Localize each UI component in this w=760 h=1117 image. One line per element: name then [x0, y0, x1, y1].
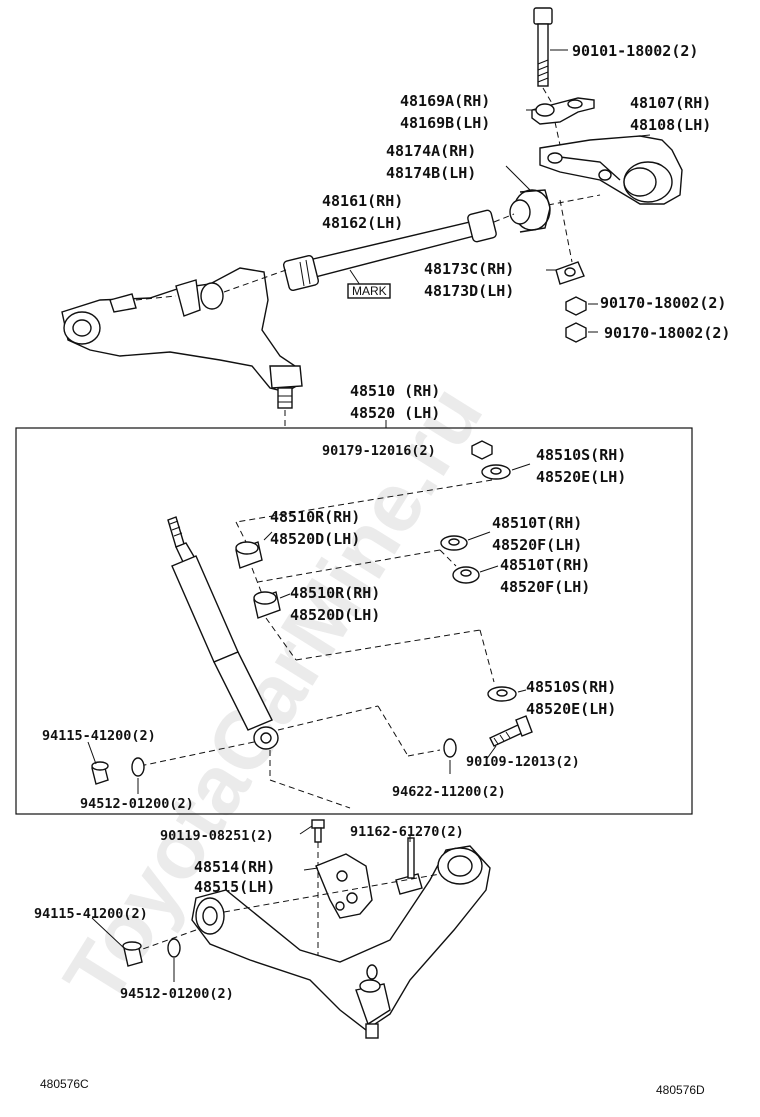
nut-a: [565, 296, 598, 316]
label-90179: 90179-12016(2): [322, 443, 436, 459]
label-48510s-bottom-lh: 48520E(LH): [526, 700, 616, 718]
cam-plate: [531, 97, 595, 146]
label-48510t-a-lh: 48520F(LH): [492, 536, 582, 554]
washer-94512-b: [167, 938, 181, 982]
cushion-48510r-top: [235, 521, 273, 595]
label-nut-a: 90170-18002(2): [600, 294, 726, 312]
section-title-rh: 48510 (RH): [350, 382, 440, 400]
label-91162: 91162-61270(2): [350, 824, 464, 840]
washer-48510t-a: [440, 531, 491, 551]
shock-absorber: [139, 516, 441, 809]
washer-48510t-b: [439, 549, 499, 584]
strut-bar: [282, 209, 515, 292]
label-90119: 90119-08251(2): [160, 828, 274, 844]
label-94622: 94622-11200(2): [392, 784, 506, 800]
upper-arm-bracket: [539, 135, 683, 263]
label-48515: 48515(LH): [194, 878, 275, 896]
label-48510t-b-lh: 48520F(LH): [500, 578, 590, 596]
label-48514: 48514(RH): [194, 858, 275, 876]
section-title-lh: 48520 (LH): [350, 404, 440, 422]
label-48174a: 48174A(RH): [386, 142, 476, 160]
nut-b: [565, 322, 598, 343]
label-bolt-top: 90101-18002(2): [572, 42, 698, 60]
top-bolt: [533, 7, 568, 106]
washer-48510s-top: [235, 463, 531, 523]
label-94512-a: 94512-01200(2): [80, 796, 194, 812]
washer-94512-a: [131, 757, 145, 794]
section-frame: [15, 427, 693, 815]
label-48510t-b-rh: 48510T(RH): [500, 556, 590, 574]
mark-tag-text: MARK: [352, 284, 387, 298]
label-48510r-bottom-rh: 48510R(RH): [290, 584, 380, 602]
diagram-code-left: 480576C: [40, 1077, 89, 1091]
label-48162: 48162(LH): [322, 214, 403, 232]
lower-control-arm: [139, 845, 491, 1039]
bolt-90109: [485, 715, 533, 761]
label-48108: 48108(LH): [630, 116, 711, 134]
cushion-48510r-bottom: [253, 591, 495, 683]
label-48174b: 48174B(LH): [386, 164, 476, 182]
label-48107: 48107(RH): [630, 94, 711, 112]
washer-48510s-bottom: [487, 686, 527, 702]
label-48510s-bottom-rh: 48510S(RH): [526, 678, 616, 696]
bracket-48514: [303, 853, 373, 919]
label-48510s-top-lh: 48520E(LH): [536, 468, 626, 486]
label-48173c: 48173C(RH): [424, 260, 514, 278]
upper-control-arm: [61, 267, 303, 428]
label-94115-a: 94115-41200(2): [42, 728, 156, 744]
label-94512-b: 94512-01200(2): [120, 986, 234, 1002]
label-48510r-bottom-lh: 48520D(LH): [290, 606, 380, 624]
label-48173d: 48173D(LH): [424, 282, 514, 300]
label-nut-b: 90170-18002(2): [604, 324, 730, 342]
label-48510t-a-rh: 48510T(RH): [492, 514, 582, 532]
screw-90119: [311, 819, 325, 960]
bolt-91162: [395, 836, 423, 895]
diagram-code-right: 480576D: [656, 1083, 705, 1097]
bushing-94115-a: [87, 741, 109, 785]
label-48510r-top-rh: 48510R(RH): [270, 508, 360, 526]
label-48510r-top-lh: 48520D(LH): [270, 530, 360, 548]
label-48161: 48161(RH): [322, 192, 403, 210]
label-48169b: 48169B(LH): [400, 114, 490, 132]
mark-tag: MARK: [347, 269, 391, 299]
label-90109: 90109-12013(2): [466, 754, 580, 770]
label-48169a: 48169A(RH): [400, 92, 490, 110]
bushing-48174: [509, 189, 551, 233]
label-94115-b: 94115-41200(2): [34, 906, 148, 922]
stopper-48173: [555, 261, 585, 285]
label-48510s-top-rh: 48510S(RH): [536, 446, 626, 464]
nut-90179: [471, 440, 493, 460]
washer-94622: [443, 738, 457, 774]
bushing-94115-b: [91, 917, 143, 967]
